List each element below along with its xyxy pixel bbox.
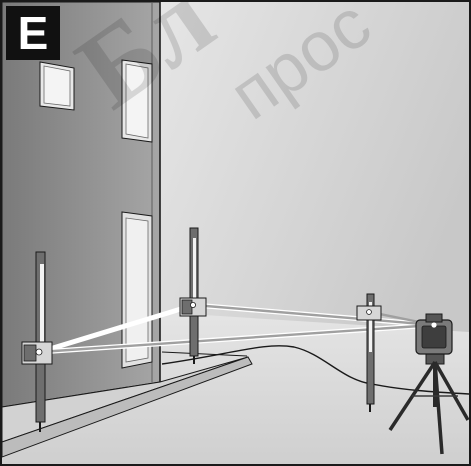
figure-label: E bbox=[6, 6, 60, 60]
window-upper-left bbox=[40, 62, 74, 110]
laser-level-icon bbox=[416, 314, 452, 354]
